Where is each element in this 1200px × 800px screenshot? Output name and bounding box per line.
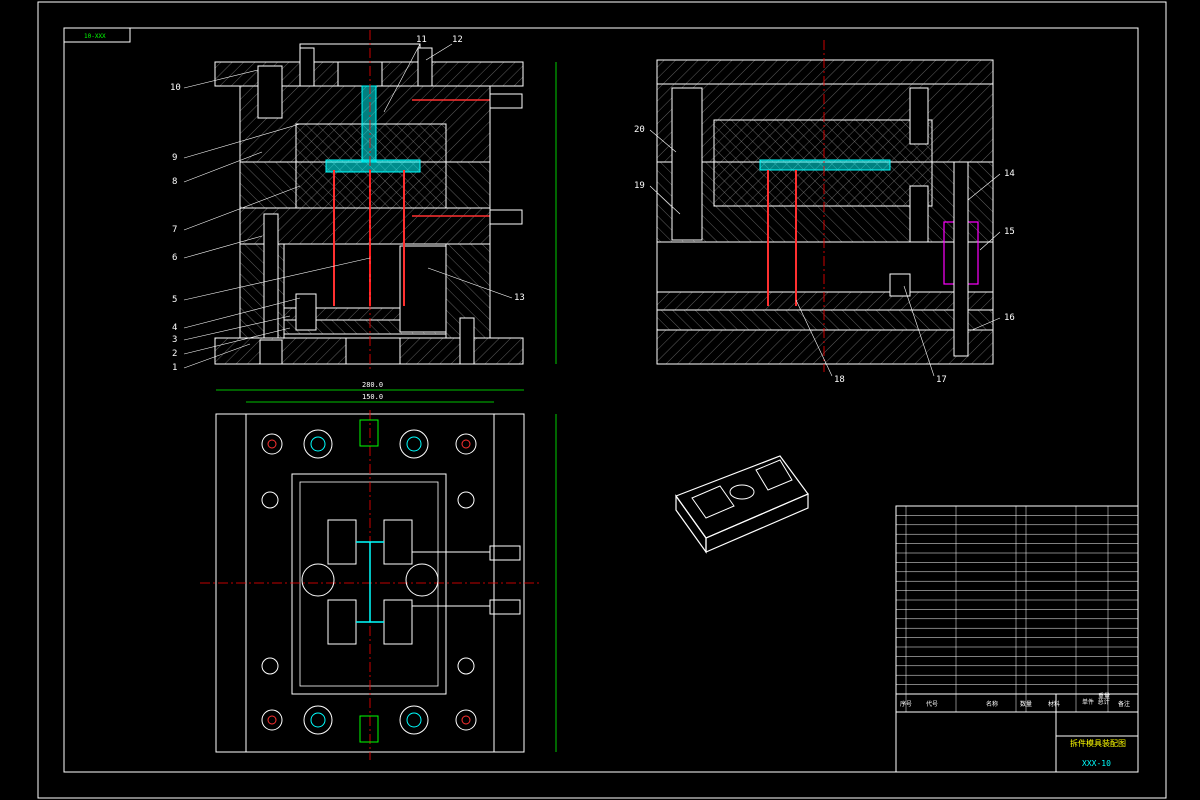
runner-side [759, 159, 891, 171]
runner-front [325, 159, 421, 173]
callout-14: 14 [1004, 169, 1015, 179]
callout-1: 1 [172, 363, 177, 373]
tb-col-name: 名称 [986, 700, 998, 708]
side-callouts: 20 19 14 15 16 17 18 [634, 125, 1015, 385]
sheet-outer-border [37, 1, 1167, 799]
guide-pin-left [263, 213, 279, 339]
callout-5: 5 [172, 295, 177, 305]
dim-280: 280.0 [362, 381, 383, 389]
water-nipple-bottom [489, 209, 523, 225]
callout-3: 3 [172, 335, 177, 345]
screw-top-left [257, 65, 283, 119]
dim-150: 150.0 [362, 393, 383, 401]
callout-11: 11 [416, 35, 427, 45]
title-block: 序号 代号 名称 数量 材料 单件 总计 重量 备注 拆件模具装配图 XXX-1… [895, 505, 1139, 773]
tb-col-remarks: 备注 [1118, 700, 1130, 708]
tb-drawing-no: XXX-10 [1082, 759, 1111, 768]
callout-20: 20 [634, 125, 645, 135]
bom-grid [896, 505, 1138, 712]
callout-2: 2 [172, 349, 177, 359]
ejector-guide [399, 245, 447, 333]
callout-17: 17 [936, 375, 947, 385]
sheet-inner-border [63, 27, 1139, 773]
front-callouts: 10 9 8 7 6 5 4 3 2 1 11 12 13 [170, 35, 525, 373]
water-nipple-top [489, 93, 523, 109]
corner-tag: 10-XXX [84, 33, 106, 40]
callout-8: 8 [172, 177, 177, 187]
tb-col-weight: 重量 [1098, 692, 1110, 700]
callout-19: 19 [634, 181, 645, 191]
side-section-view [656, 40, 994, 372]
callout-12: 12 [452, 35, 463, 45]
corner-tag-box [63, 27, 131, 43]
callout-16: 16 [1004, 313, 1015, 323]
sprue-bushing [361, 85, 377, 163]
callout-18: 18 [834, 375, 845, 385]
callout-15: 15 [1004, 227, 1015, 237]
callout-9: 9 [172, 153, 177, 163]
side-guide-pillar [671, 87, 703, 241]
plan-view [200, 410, 557, 760]
callout-10: 10 [170, 83, 181, 93]
callout-7: 7 [172, 225, 177, 235]
part-isometric [675, 455, 809, 554]
plan-core-plate [291, 473, 447, 695]
tb-col-code: 代号 [926, 700, 938, 708]
callout-13: 13 [514, 293, 525, 303]
callout-6: 6 [172, 253, 177, 263]
screw-top-right [417, 47, 433, 87]
tb-title: 拆件模具装配图 [1070, 738, 1126, 748]
tb-col-material: 材料 [1048, 700, 1060, 708]
front-section-view: 280.0 150.0 [214, 30, 557, 403]
locating-ring [299, 43, 421, 63]
support-plate [239, 207, 491, 245]
tb-col-weight-sub: 单件 总计 [1082, 698, 1110, 706]
callout-4: 4 [172, 323, 177, 333]
